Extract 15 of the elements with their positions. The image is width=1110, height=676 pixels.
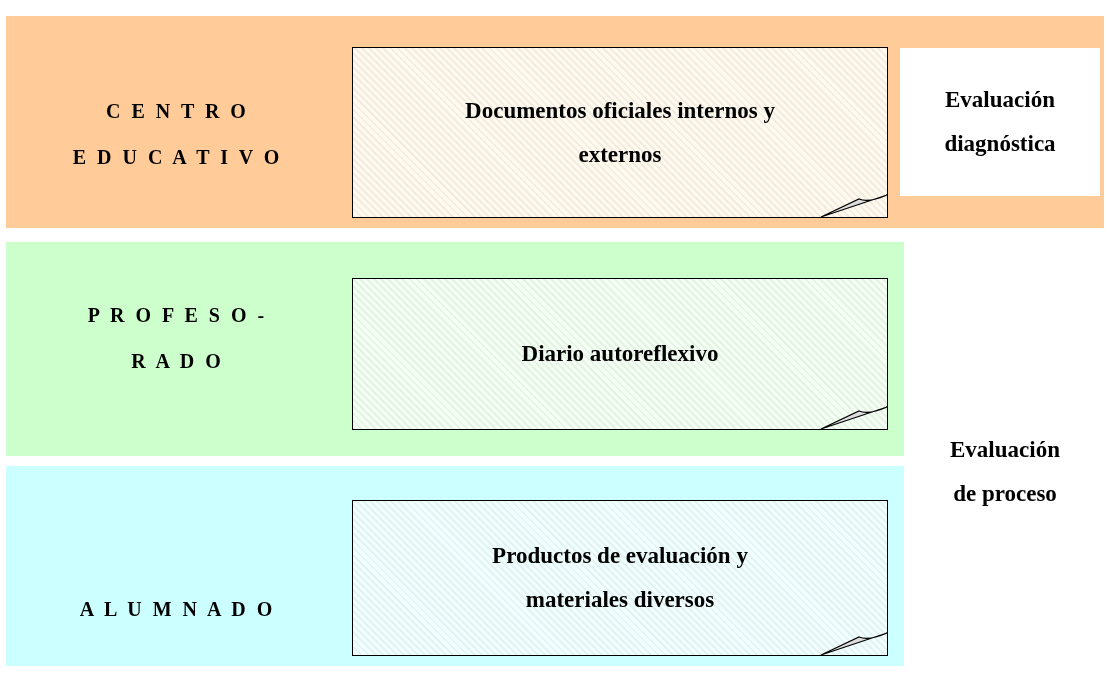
row-heading: C E N T R O E D U C A T I V O [71,99,281,170]
band-row [6,16,1104,228]
note-card [352,278,888,430]
note-text: Productos de evaluación y materiales diversos [491,542,749,614]
note-text: Documentos oficiales internos y externos [464,96,776,169]
band-row [6,242,904,456]
note-text: Evaluación diagnóstica [943,86,1057,158]
band-row [6,466,904,666]
note-card [352,500,888,656]
note-card [352,47,888,218]
note-text: Evaluación de proceso [949,436,1061,508]
label-panel [900,48,1100,196]
row-heading: P R O F E S O - R A D O [86,303,266,374]
note-text: Diario autoreflexivo [521,340,719,368]
row-heading: A L U M N A D O [78,597,274,622]
